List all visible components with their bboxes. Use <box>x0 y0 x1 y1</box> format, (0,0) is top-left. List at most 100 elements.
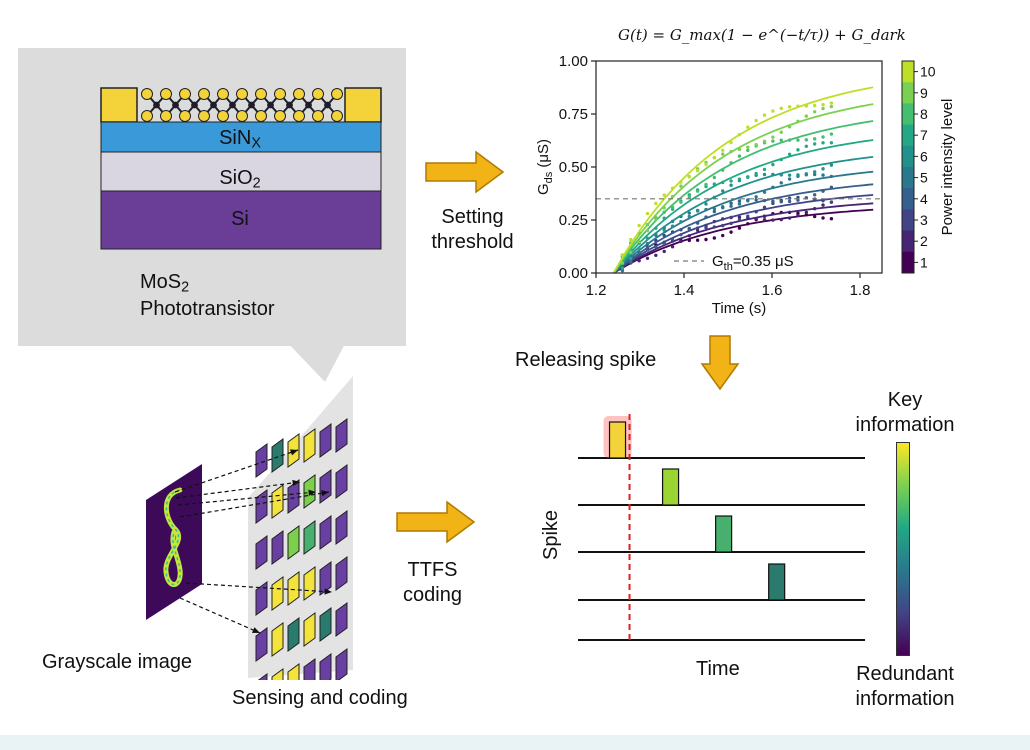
data-point <box>762 113 767 117</box>
sensor-pixel <box>335 464 348 499</box>
sensor-pixel <box>287 617 300 652</box>
data-point <box>804 114 809 118</box>
grayscale-image <box>146 464 202 620</box>
data-point <box>679 200 683 204</box>
sensor-pixel <box>319 515 332 550</box>
data-point <box>654 245 658 249</box>
data-point <box>762 198 767 203</box>
data-point <box>779 200 783 204</box>
s-atom <box>179 88 191 100</box>
mo-atom <box>286 101 293 109</box>
data-point <box>779 181 783 185</box>
data-point <box>662 249 666 254</box>
data-point <box>695 226 700 230</box>
data-point <box>712 182 717 186</box>
sensor-pixel <box>287 525 300 560</box>
redundant-info-label: Redundant information <box>855 663 955 710</box>
colorbar-tick-label: 9 <box>920 85 928 101</box>
data-point <box>737 147 742 152</box>
y-tick-label: 0.75 <box>559 106 588 123</box>
data-point <box>762 190 767 194</box>
data-point <box>662 210 666 214</box>
data-point <box>721 223 725 228</box>
s-atom <box>293 88 305 100</box>
data-point <box>829 217 834 221</box>
mapping-arrowhead <box>290 449 298 456</box>
sensor-pixel <box>303 428 316 463</box>
data-point <box>762 205 767 209</box>
data-point <box>620 266 625 270</box>
data-point <box>704 182 708 187</box>
data-point <box>821 141 825 145</box>
data-point <box>812 206 817 211</box>
spike-axis-label: Spike <box>540 509 562 560</box>
data-point <box>620 261 625 265</box>
mo-atom <box>229 101 236 109</box>
data-point <box>687 238 691 243</box>
s-atom <box>331 88 343 100</box>
data-point <box>796 173 800 177</box>
data-point <box>679 184 683 188</box>
data-point <box>821 167 825 171</box>
data-point <box>687 234 691 238</box>
data-point <box>737 154 742 158</box>
data-point <box>670 245 675 249</box>
sensing-label: Sensing and coding <box>232 687 408 709</box>
mapping-arrowhead <box>321 490 329 497</box>
data-point <box>812 103 817 108</box>
layer-si-label: Si <box>231 208 249 230</box>
data-point <box>712 175 717 180</box>
data-point <box>771 162 775 167</box>
data-point <box>754 171 758 176</box>
sensor-pixel <box>303 520 316 555</box>
sensor-pixel <box>335 556 348 591</box>
threshold-arrow-icon <box>425 150 505 194</box>
data-point <box>829 174 834 179</box>
data-point <box>787 173 792 177</box>
data-point <box>687 195 691 199</box>
sensor-pixel <box>271 484 284 519</box>
sensor-pixel <box>255 581 268 616</box>
data-point <box>645 242 650 246</box>
data-point <box>620 253 625 258</box>
data-point <box>687 214 691 219</box>
spike-panel <box>578 414 865 642</box>
ttfs-arrow-icon <box>396 500 476 544</box>
sensor-pixel <box>255 489 268 524</box>
threshold-label: Setting threshold <box>431 206 514 253</box>
data-point <box>654 253 658 257</box>
data-point <box>787 125 792 129</box>
data-point <box>821 173 825 177</box>
colorbar-segment <box>902 145 914 168</box>
data-point <box>629 256 633 261</box>
s-atom <box>312 110 324 122</box>
data-point <box>746 145 750 149</box>
colorbar-tick-label: 5 <box>920 170 928 186</box>
release-label: Releasing spike <box>515 349 657 371</box>
data-point <box>704 215 708 219</box>
data-point <box>754 217 758 221</box>
data-point <box>787 138 792 142</box>
sensor-pixel <box>255 443 268 478</box>
spike-pulse <box>661 468 680 506</box>
data-point <box>679 180 683 184</box>
data-point <box>812 172 817 177</box>
data-point <box>729 183 733 187</box>
x-tick-label: 1.6 <box>762 282 783 299</box>
device-label: MoS2 Phototransistor <box>140 271 275 320</box>
colorbar-segment <box>902 188 914 210</box>
data-point <box>645 228 650 233</box>
mapping-arrowhead <box>292 479 300 487</box>
data-point <box>771 199 775 203</box>
data-point <box>712 225 717 229</box>
x-tick-label: 1.4 <box>674 282 695 299</box>
s-atom <box>293 110 305 122</box>
sensor-pixel <box>287 571 300 606</box>
data-point <box>729 140 733 145</box>
data-point <box>779 106 783 111</box>
data-point <box>754 198 758 202</box>
data-point <box>812 142 817 146</box>
y-tick-label: 0.25 <box>559 212 588 229</box>
contact-right <box>344 87 382 123</box>
